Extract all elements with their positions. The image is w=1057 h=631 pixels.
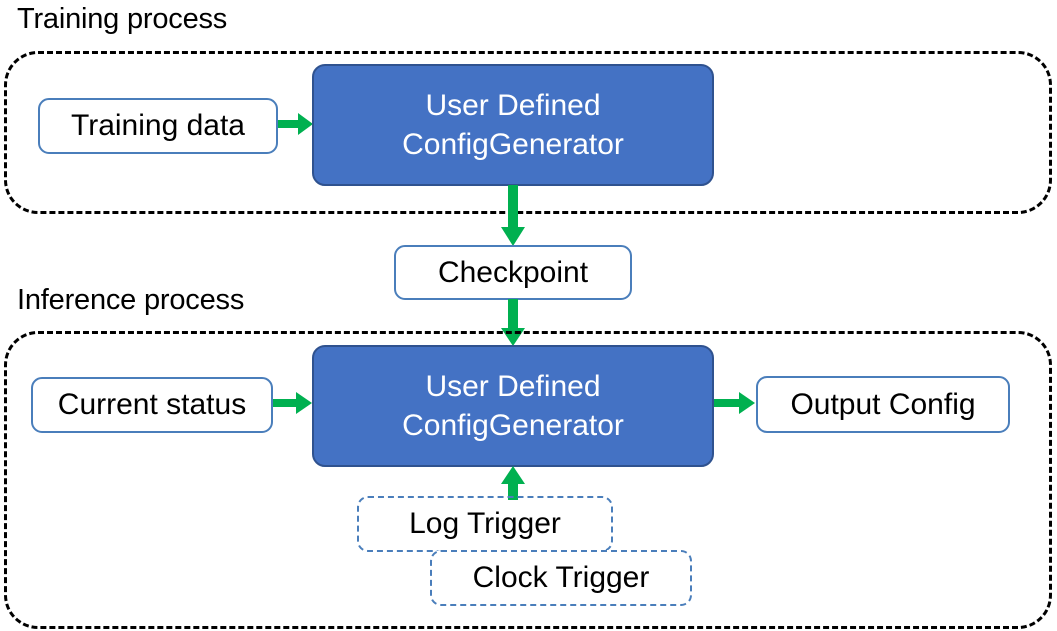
training-process-title: Training process xyxy=(17,3,228,35)
inference-process-title: Inference process xyxy=(17,284,245,316)
clock-trigger-label: Clock Trigger xyxy=(472,561,650,594)
current-status-label: Current status xyxy=(57,388,247,421)
output-config-box[interactable]: Output Config xyxy=(756,376,1010,433)
arrow-current-status-to-processor xyxy=(273,391,313,415)
training-process-container xyxy=(4,51,1052,214)
log-trigger-box[interactable]: Log Trigger xyxy=(357,496,613,552)
log-trigger-label: Log Trigger xyxy=(409,507,561,540)
arrow-training-data-to-processor xyxy=(278,112,314,136)
arrow-checkpoint-to-processor xyxy=(500,299,526,347)
inference-process-container xyxy=(4,331,1052,629)
training-processor-line2: ConfigGenerator xyxy=(402,128,624,161)
arrow-processor-to-output-config xyxy=(714,391,756,415)
arrow-processor-to-checkpoint xyxy=(500,185,526,247)
inference-processor-line1: User Defined xyxy=(425,370,601,403)
checkpoint-box[interactable]: Checkpoint xyxy=(394,245,632,300)
output-config-label: Output Config xyxy=(790,387,976,421)
training-user-defined-configgenerator-box[interactable]: User Defined ConfigGenerator xyxy=(312,64,714,186)
inference-processor-line2: ConfigGenerator xyxy=(402,409,624,442)
clock-trigger-box[interactable]: Clock Trigger xyxy=(430,550,692,606)
current-status-box[interactable]: Current status xyxy=(31,377,273,433)
arrow-trigger-to-processor xyxy=(500,466,526,500)
training-data-box[interactable]: Training data xyxy=(38,98,278,154)
training-processor-line1: User Defined xyxy=(425,89,601,122)
training-data-label: Training data xyxy=(71,109,245,142)
inference-user-defined-configgenerator-box[interactable]: User Defined ConfigGenerator xyxy=(312,345,714,467)
checkpoint-label: Checkpoint xyxy=(437,255,589,289)
